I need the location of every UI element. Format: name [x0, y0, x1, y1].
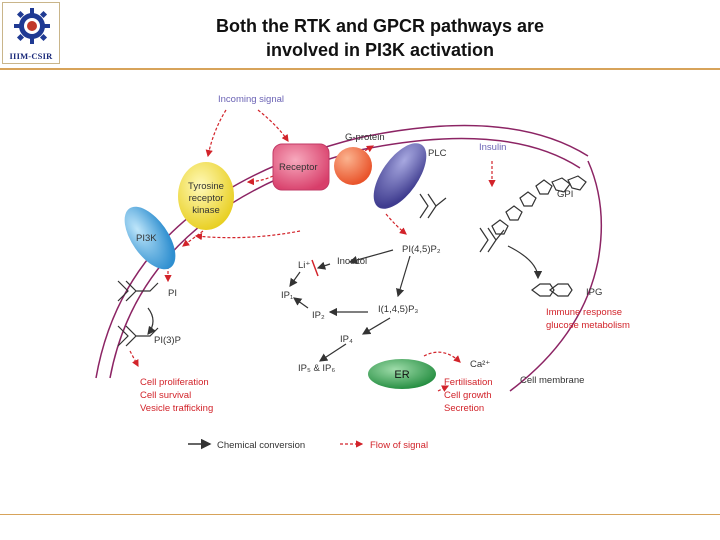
- pi3k-shape: [124, 206, 176, 270]
- label-ipg: IPG: [586, 287, 602, 298]
- title-line-1: Both the RTK and GPCR pathways are: [215, 16, 545, 36]
- arrow-pi-to-pi3p: [147, 307, 156, 335]
- iiim-csir-logo: IIIM-CSIR: [2, 2, 60, 64]
- footer-divider: [0, 514, 720, 515]
- pathway-diagram: Incoming signal G-protein Receptor PLC I…: [68, 86, 652, 458]
- label-ip1: IP₁: [281, 290, 293, 301]
- gpi-chain-icon: [491, 175, 587, 235]
- ipg-hexagons-icon: [531, 283, 573, 297]
- gear-logo-icon: [14, 8, 50, 44]
- li-inhibition-mark: [311, 259, 319, 277]
- label-outcome-right-1: Fertilisation: [444, 377, 493, 388]
- er-shape: [368, 359, 436, 389]
- signal-incoming-to-rtk: [205, 109, 227, 158]
- signal-er-to-outcomes: [437, 385, 450, 392]
- label-pi45p2: PI(4,5)P₂: [402, 244, 441, 255]
- arrow-pip2-to-i145p3: [396, 255, 411, 298]
- slide-title: Both the RTK and GPCR pathways are invol…: [150, 14, 610, 62]
- label-i145p3: I(1,4,5)P₃: [378, 304, 418, 315]
- signal-er-to-ca: [423, 351, 461, 363]
- legend-signal-label: Flow of signal: [370, 440, 428, 451]
- label-outcome-left-3: Vesicle trafficking: [140, 403, 213, 414]
- signal-receptor-to-rtk: [246, 175, 274, 186]
- label-immune-1: Immune response: [546, 307, 622, 318]
- label-rtk-2: receptor: [189, 193, 224, 204]
- gpi-lipid-icon: [479, 227, 505, 253]
- title-line-2: involved in PI3K activation: [265, 40, 495, 60]
- label-rtk-1: Tyrosine: [188, 181, 224, 192]
- legend-chemical-label: Chemical conversion: [217, 440, 305, 451]
- signal-receptor-to-pi3k: [194, 230, 301, 241]
- cell-membrane-lower: [509, 160, 603, 392]
- label-er: ER: [394, 369, 409, 381]
- label-ip4: IP₄: [340, 334, 353, 345]
- label-inositol: Inositol: [337, 256, 367, 267]
- arrow-li-to-ip1: [289, 271, 301, 287]
- label-ip5ip6: IP₅ & IP₆: [298, 363, 335, 374]
- label-g-protein: G-protein: [345, 132, 385, 143]
- label-outcome-right-3: Secretion: [444, 403, 484, 414]
- signal-pi3p-to-outcomes: [129, 350, 139, 368]
- header-divider: [0, 68, 720, 70]
- label-ca: Ca²⁺: [470, 359, 490, 370]
- label-gpi: GPI: [557, 189, 573, 200]
- label-rtk-3: kinase: [192, 205, 219, 216]
- label-outcome-left-2: Cell survival: [140, 390, 191, 401]
- pip2-lipid-icon: [419, 193, 447, 219]
- logo-text: IIIM-CSIR: [9, 51, 53, 61]
- pi-lipid-icon: [117, 280, 159, 302]
- receptor-shape: [272, 143, 330, 191]
- label-incoming-signal: Incoming signal: [218, 94, 284, 105]
- label-insulin: Insulin: [479, 142, 506, 153]
- label-receptor: Receptor: [279, 162, 318, 173]
- arrow-inositol-to-li: [316, 261, 331, 270]
- label-immune-2: glucose metabolism: [546, 320, 630, 331]
- g-protein-shape: [334, 147, 372, 185]
- label-cell-membrane: Cell membrane: [520, 375, 584, 386]
- label-outcome-left-1: Cell proliferation: [140, 377, 209, 388]
- label-outcome-right-2: Cell growth: [444, 390, 492, 401]
- label-plc: PLC: [428, 148, 447, 159]
- label-li: Li⁺: [298, 260, 310, 271]
- signal-incoming-to-receptor: [257, 109, 289, 142]
- signal-plc-to-pip2: [385, 213, 407, 235]
- label-ip2: IP₂: [312, 310, 325, 321]
- signal-rtk-to-pi3k: [182, 230, 204, 247]
- plc-shape: [373, 143, 427, 209]
- arrow-ip2-to-ip1: [293, 297, 309, 309]
- label-pi3p: PI(3)P: [154, 335, 181, 346]
- arrow-ip4-to-ip5ip6: [318, 343, 347, 362]
- arrow-i145p3-to-ip4: [361, 317, 391, 335]
- rtk-shape: [178, 162, 234, 230]
- arrow-gpi-to-ipg: [507, 245, 543, 280]
- arrow-pip2-to-inositol: [348, 249, 394, 265]
- label-pi3k: PI3K: [136, 233, 157, 244]
- pathway-svg: Incoming signal G-protein Receptor PLC I…: [95, 94, 630, 451]
- label-pi: PI: [168, 288, 177, 299]
